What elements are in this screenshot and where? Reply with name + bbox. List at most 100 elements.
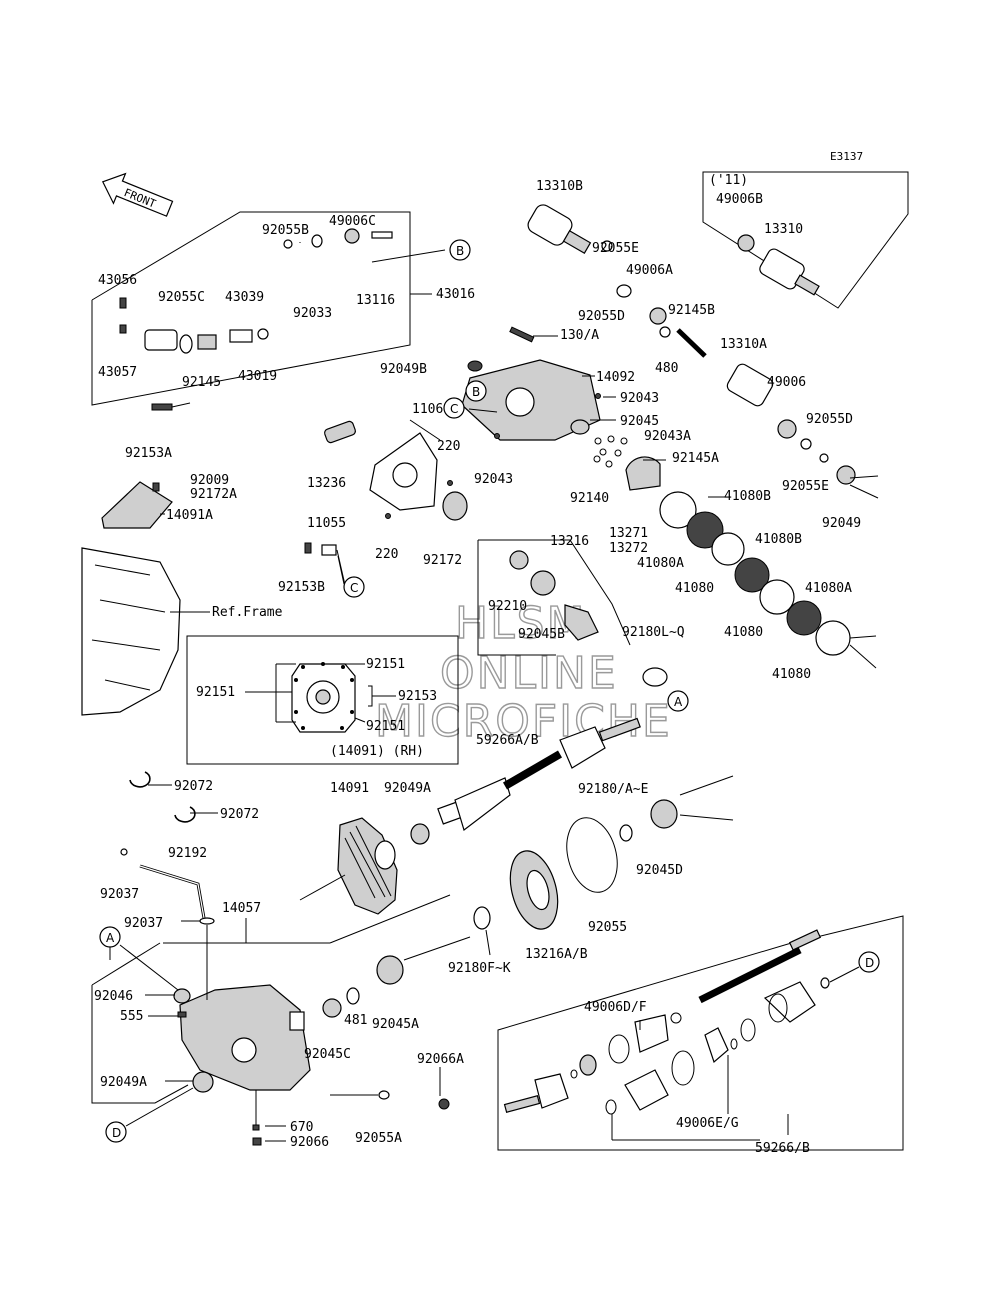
label-92043A: 92043A: [644, 429, 691, 444]
label-14092: 14092: [596, 370, 635, 385]
diff-housing-14057: 14057 92046 555 481 92045A 92045C 92066A…: [91, 894, 471, 1150]
label-49006: 49006: [767, 375, 806, 390]
watermark: HLSM ONLINE MICROFICHE: [374, 597, 670, 747]
label-14091: 14091: [330, 781, 369, 796]
watermark-line-2: ONLINE: [440, 648, 618, 699]
label-92045C: 92045C: [304, 1047, 351, 1062]
callout-b-case: B: [465, 380, 487, 402]
label-92045A: 92045A: [372, 1017, 419, 1032]
label-41080-a: 41080: [675, 581, 714, 596]
joint-spline: [562, 229, 592, 255]
svg-text:A: A: [106, 931, 115, 945]
year-2011-box: ('11) 49006B 13310: [702, 171, 909, 309]
label-92046: 92046: [94, 989, 133, 1004]
clamp-small-a: [740, 1018, 756, 1042]
label-92043-a: 92043: [620, 391, 659, 406]
axle-shaft: [502, 750, 563, 790]
ring-gear: 92055 13216A/B 92180F~K: [448, 817, 627, 976]
label-13236: 13236: [307, 476, 346, 491]
label-92180LQ: 92180L~Q: [622, 625, 685, 640]
shift-assembly-43016: 92055B 49006C 43056 92055C 43039 92033 1…: [91, 211, 475, 461]
ring-481: [346, 987, 360, 1005]
label-43016: 43016: [436, 287, 475, 302]
seal-92049B: [467, 360, 483, 372]
label-49006EG: 49006E/G: [676, 1116, 739, 1131]
clamp-92037-b: [199, 917, 215, 925]
plate-41080B-b: [759, 579, 795, 615]
pinion-gear: [564, 604, 599, 641]
label-220-b: 220: [375, 547, 398, 562]
ring-480: [659, 326, 671, 338]
label-92037-b: 92037: [124, 916, 163, 931]
bolt-pattern-frame: [186, 635, 459, 765]
inner-race: [579, 1054, 597, 1076]
svg-text:B: B: [472, 385, 480, 399]
callout-a-pinion: A: [667, 690, 689, 712]
label-43057: 43057: [98, 365, 137, 380]
bearing-92045C: [322, 998, 342, 1018]
ring-49006D: [670, 1012, 682, 1024]
joint-13310-spline: [794, 274, 820, 296]
gear-case-bore: [505, 387, 535, 417]
outer-cv-joint: [534, 1073, 569, 1109]
bolt-43057: [119, 324, 127, 334]
seal-92045: [570, 419, 590, 435]
label-92045: 92045: [620, 414, 659, 429]
pin-220-a: [447, 480, 453, 486]
label-41080B-b: 41080B: [755, 532, 802, 547]
label-43039: 43039: [225, 290, 264, 305]
bearing-92045B: [530, 570, 556, 596]
pin-92043-a: [595, 393, 601, 399]
label-41080-c: 41080: [772, 667, 811, 682]
label-14057: 14057: [222, 901, 261, 916]
housing-bore: [231, 1037, 257, 1063]
rear-axle-clip: [820, 977, 830, 989]
axle-assembly-59266B: 49006D/F 49006E/G 59266/B: [497, 915, 904, 1156]
label-92172: 92172: [423, 553, 462, 568]
svg-text:C: C: [450, 402, 458, 416]
watermark-line-1: HLSM: [455, 598, 587, 649]
panel-note: (14091) (RH): [330, 744, 424, 759]
label-555: 555: [120, 1009, 143, 1024]
label-92049: 92049: [822, 516, 861, 531]
ring-92055E: [601, 240, 613, 252]
housing-boss: [289, 1011, 305, 1031]
seal-49006: [777, 419, 797, 439]
label-92055D-2: 92055D: [806, 412, 853, 427]
label-480: 480: [655, 361, 678, 376]
seal-49006A: [649, 307, 667, 325]
washer-92055A: [378, 1090, 390, 1100]
label-92055: 92055: [588, 920, 627, 935]
label-92055C: 92055C: [158, 290, 205, 305]
rear-axle-shaft: [698, 946, 802, 1004]
shift-lever-part: [144, 329, 178, 351]
year-note: ('11): [709, 173, 748, 188]
label-92145B: 92145B: [668, 303, 715, 318]
plate-41080B-a: [711, 532, 745, 566]
label-13116: 13116: [356, 293, 395, 308]
shim-92180L: [642, 667, 668, 687]
label-41080A-b: 41080A: [805, 581, 852, 596]
label-92049A: 92049A: [384, 781, 431, 796]
label-49006C: 49006C: [329, 214, 376, 229]
rear-joint-cage: [704, 1027, 729, 1064]
callout-d-axle: D: [858, 951, 880, 973]
seal-92049A: [410, 823, 430, 845]
label-13310A: 13310A: [720, 337, 767, 352]
seal-92046: [173, 988, 191, 1004]
bolt-pattern-panel: 92151 92151 92153 92151 (14091) (RH): [186, 635, 459, 765]
label-92066: 92066: [290, 1135, 329, 1150]
plug-92066A: [438, 1098, 450, 1110]
label-92037-a: 92037: [100, 887, 139, 902]
diff-cover-bore: [374, 840, 396, 870]
o-ring-92055C: [179, 334, 193, 354]
seal-49006C: [344, 228, 360, 244]
clutch-pack: 92043A 92145A 92140 41080B 13271 13272 4…: [570, 429, 877, 682]
ring-92033: [311, 234, 323, 248]
seal-92210: [509, 550, 529, 570]
o-ring-92055: [566, 817, 618, 893]
ring-92055E-2: [800, 438, 812, 450]
bracket-14091A: [101, 481, 173, 529]
label-49006DF: 49006D/F: [584, 1000, 647, 1015]
bolt-130A: [509, 326, 535, 343]
